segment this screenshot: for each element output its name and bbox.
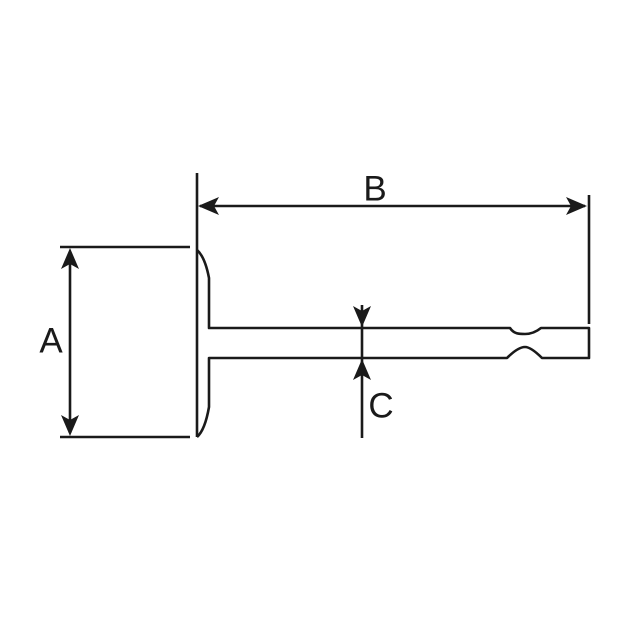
dim-label-b: B [363,170,386,209]
arrowhead-a-up [61,248,79,269]
arrowhead-a-down [61,415,79,436]
dim-label-a: A [39,322,63,361]
diagram-strokes [60,173,591,439]
arrowhead-b-right [566,197,587,215]
valve-outline [196,249,591,438]
arrowhead-c-up [353,359,371,380]
arrowhead-b-left [198,197,219,215]
dim-label-c: C [368,387,393,426]
arrowhead-c-down [353,306,371,327]
diagram-arrowheads [61,197,587,436]
